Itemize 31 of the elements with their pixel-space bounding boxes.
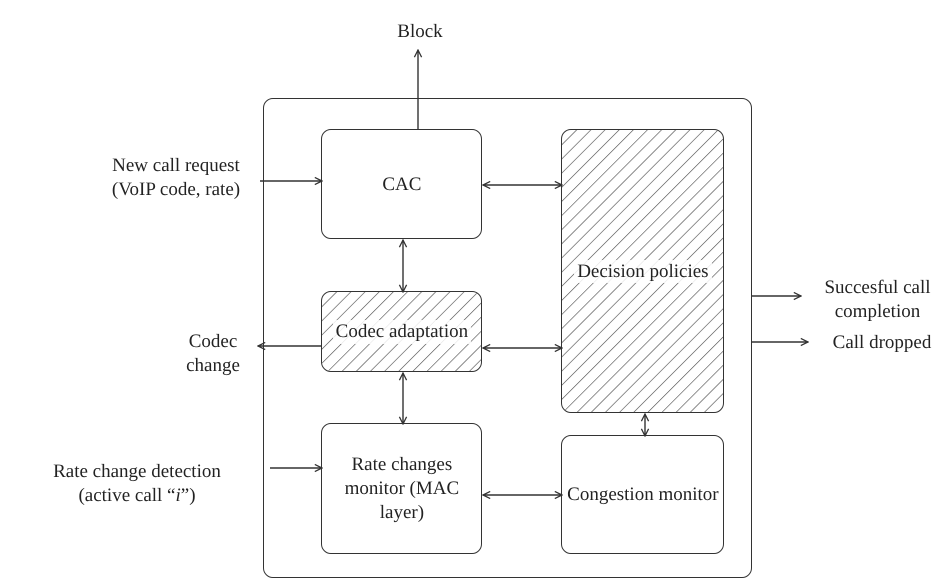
monitor-box [561, 435, 724, 554]
arrow [482, 180, 563, 190]
text-label: Block [397, 20, 443, 44]
system-box [263, 98, 752, 578]
arrow [257, 342, 322, 350]
text-label: Rate change detection [53, 460, 221, 484]
box-label: Rate changes monitor (MAC layer) [344, 453, 460, 525]
policy-box [561, 129, 724, 414]
arrow [414, 49, 422, 130]
arrow [398, 372, 408, 425]
arrow [482, 344, 563, 352]
box-label: Congestion monitor [567, 483, 719, 507]
text-label: Succesful call completion [823, 276, 932, 324]
process-box [321, 129, 482, 240]
box-label: Codec adaptation [332, 320, 472, 344]
arrow [752, 338, 809, 346]
box-label: Decision policies [574, 260, 712, 284]
arrow [270, 464, 323, 472]
arrow [398, 239, 408, 293]
box-label: CAC [382, 172, 422, 196]
arrow [482, 490, 563, 500]
monitor-box [321, 423, 482, 554]
arrow [752, 292, 802, 300]
arrow [260, 176, 323, 186]
text-label: Call dropped [832, 331, 932, 355]
text-label: Codec change [185, 330, 241, 378]
text-label: New call request [112, 154, 240, 178]
text-label: (VoIP code, rate) [112, 178, 240, 202]
process-box [321, 291, 482, 372]
text-label: (active call “i”) [78, 484, 196, 508]
arrow [640, 413, 650, 437]
